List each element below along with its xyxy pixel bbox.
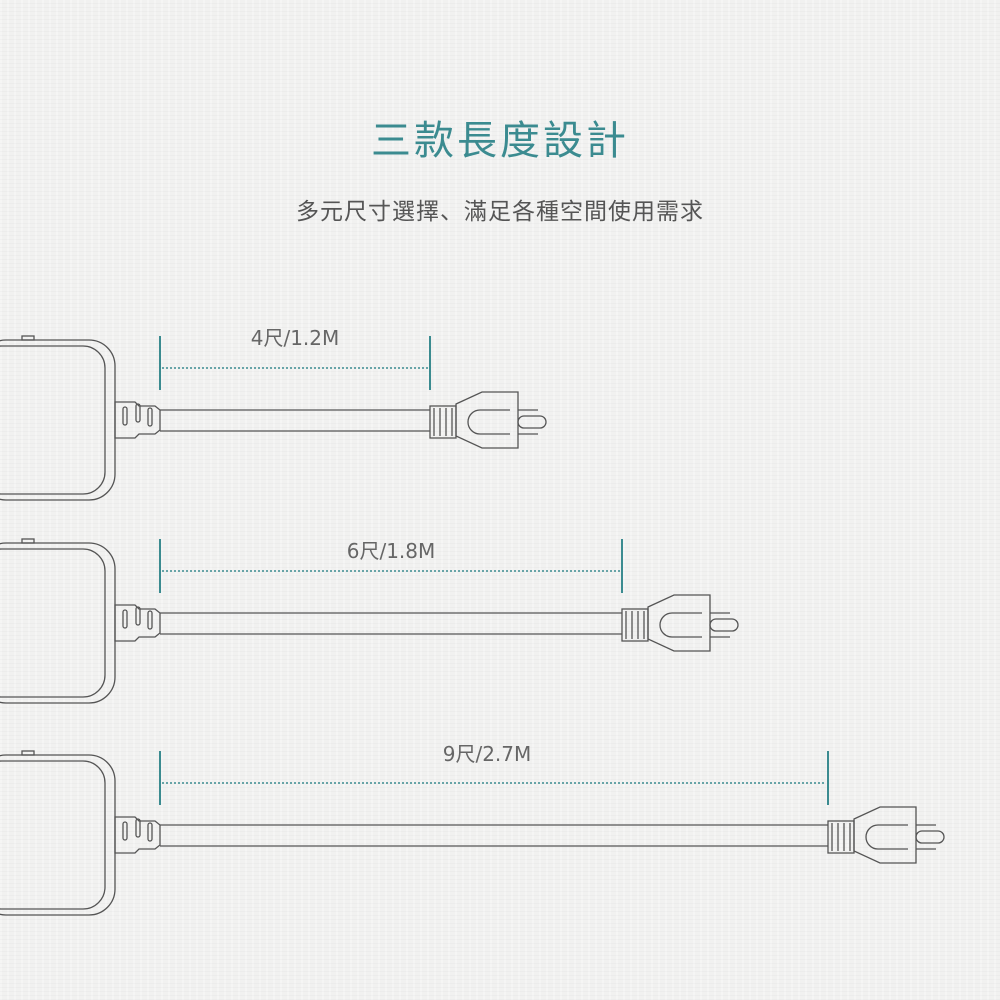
length-label-6ft: 6尺/1.8M: [346, 539, 436, 563]
page-subtitle: 多元尺寸選擇、滿足各種空間使用需求: [296, 199, 704, 225]
dimension-marker-2: [159, 751, 829, 805]
length-label-9ft: 9尺/2.7M: [442, 742, 532, 766]
power-strip-0: [0, 335, 161, 501]
plug-1: [621, 594, 739, 652]
dimension-marker-1: [159, 539, 623, 593]
power-strip-1: [0, 538, 161, 704]
cord-0: [160, 409, 430, 432]
cord-1: [160, 612, 622, 635]
power-strip-2: [0, 750, 161, 916]
plug-0: [429, 391, 547, 449]
length-label-4ft: 4尺/1.2M: [250, 326, 340, 350]
plug-2: [827, 806, 945, 864]
page-title: 三款長度設計: [371, 118, 629, 164]
dimension-marker-0: [159, 336, 431, 390]
cord-2: [160, 824, 828, 847]
